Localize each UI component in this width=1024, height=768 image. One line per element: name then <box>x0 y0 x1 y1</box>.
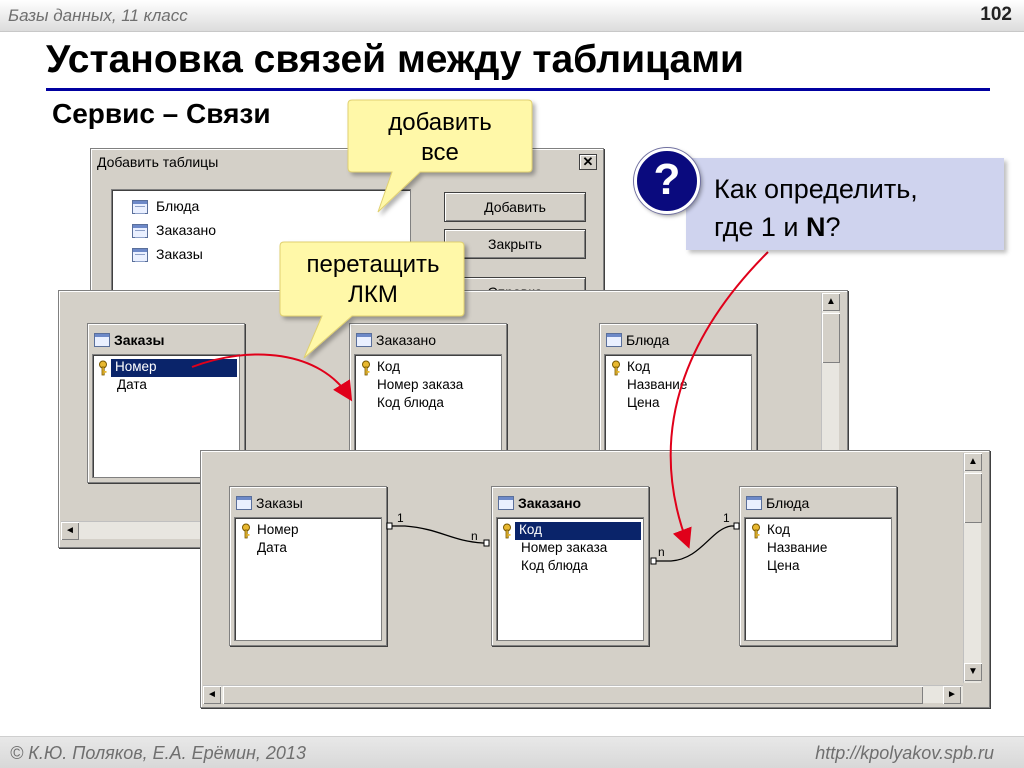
field-item[interactable]: Код блюда <box>521 558 588 573</box>
scroll-thumb[interactable] <box>964 473 982 523</box>
list-item-label: Блюда <box>156 198 200 214</box>
scroll-up-icon[interactable]: ▲ <box>822 293 840 311</box>
table-icon <box>746 496 762 510</box>
cardinality-one-label: 1 <box>397 511 404 525</box>
cardinality-many-label: n <box>658 545 665 559</box>
scroll-right-icon[interactable]: ► <box>943 686 961 704</box>
list-item[interactable]: Блюда <box>132 198 200 218</box>
field-item[interactable]: Цена <box>767 558 800 573</box>
page-title: Установка связей между таблицами <box>46 38 745 81</box>
key-icon <box>503 523 511 539</box>
slide-number: 102 <box>980 4 1012 25</box>
scroll-up-icon[interactable]: ▲ <box>964 453 982 471</box>
question-text: Как определить, где 1 и N? <box>714 170 918 246</box>
scroll-left-icon[interactable]: ◄ <box>61 522 79 540</box>
footer-url[interactable]: http://kpolyakov.spb.ru <box>815 743 994 763</box>
scroll-down-icon[interactable]: ▼ <box>964 663 982 681</box>
course-label: Базы данных, 11 класс <box>8 6 188 25</box>
relation-table-title: Блюда <box>766 495 810 511</box>
vertical-scrollbar[interactable]: ▲ ▼ <box>963 453 982 683</box>
relation-table-orders[interactable]: Заказы Номер Дата <box>229 486 387 646</box>
key-icon <box>242 523 250 539</box>
field-label: Номер <box>115 359 157 374</box>
relation-table-ordered[interactable]: Заказано Код Номер заказа Код блюда <box>491 486 649 646</box>
field-item[interactable]: Дата <box>117 377 147 392</box>
list-item-label: Заказы <box>156 246 203 262</box>
horizontal-scrollbar[interactable]: ◄ ► <box>203 685 963 704</box>
table-icon <box>132 200 148 214</box>
relation-table-title: Заказано <box>376 332 437 348</box>
relation-table-title: Блюда <box>626 332 670 348</box>
table-icon <box>94 333 110 347</box>
relation-table-dishes[interactable]: Блюда Код Название Цена <box>739 486 897 646</box>
cardinality-many-label: n <box>471 529 478 543</box>
scroll-left-icon[interactable]: ◄ <box>203 686 221 704</box>
list-item[interactable]: Заказы <box>132 246 203 266</box>
table-icon <box>356 333 372 347</box>
table-icon <box>498 496 514 510</box>
list-item-label: Заказано <box>156 222 217 238</box>
relation-table-title: Заказы <box>114 332 165 348</box>
field-list: Код Название Цена <box>744 517 892 641</box>
relation-table-title: Заказано <box>518 495 582 511</box>
field-item-number[interactable]: Номер <box>110 358 238 378</box>
field-list: Код Номер заказа Код блюда <box>496 517 644 641</box>
add-button[interactable]: Добавить <box>444 192 586 222</box>
key-icon <box>612 360 620 376</box>
relation-table-title: Заказы <box>256 495 303 511</box>
scroll-thumb[interactable] <box>223 686 923 704</box>
callout-drag: перетащить ЛКМ <box>306 251 440 308</box>
field-label: Код <box>519 522 542 537</box>
cardinality-one-label: 1 <box>723 511 730 525</box>
relations-window-after: Заказы Номер Дата Заказано Код Номер зак… <box>200 450 990 708</box>
field-item[interactable]: Дата <box>257 540 287 555</box>
table-icon <box>132 248 148 262</box>
table-icon <box>606 333 622 347</box>
question-box <box>686 158 1004 250</box>
slide-header-bar: Базы данных, 11 класс 102 <box>0 0 1024 32</box>
question-line-2-prefix: где 1 и <box>714 212 807 242</box>
question-line-2: где 1 и N? <box>714 208 918 246</box>
footer-authors: © К.Ю. Поляков, Е.А. Ерёмин, 2013 <box>10 743 306 763</box>
page-subtitle: Сервис – Связи <box>52 98 271 129</box>
field-item[interactable]: Номер заказа <box>521 540 608 555</box>
list-item[interactable]: Заказано <box>132 222 217 242</box>
key-icon <box>99 360 107 376</box>
field-item[interactable]: Код <box>767 522 790 537</box>
field-item[interactable]: Цена <box>627 395 660 410</box>
dialog-title: Добавить таблицы <box>97 154 219 170</box>
field-item[interactable]: Название <box>767 540 828 555</box>
callout-add-all: добавить все <box>388 109 492 166</box>
scroll-thumb[interactable] <box>822 313 840 363</box>
field-item-code[interactable]: Код <box>514 521 642 541</box>
field-item[interactable]: Номер <box>257 522 299 537</box>
key-icon <box>362 360 370 376</box>
question-line-2-bold: N <box>806 212 826 242</box>
close-icon[interactable]: ✕ <box>579 154 597 170</box>
table-icon <box>236 496 252 510</box>
field-item[interactable]: Номер заказа <box>377 377 464 392</box>
field-item[interactable]: Код <box>377 359 400 374</box>
key-icon <box>752 523 760 539</box>
horizontal-scrollbar[interactable]: ◄ <box>61 521 201 540</box>
slide-footer: © К.Ю. Поляков, Е.А. Ерёмин, 2013 http:/… <box>0 736 1024 768</box>
question-line-1: Как определить, <box>714 174 918 204</box>
dialog-titlebar: Добавить таблицы ✕ <box>93 151 601 173</box>
field-item[interactable]: Название <box>627 377 688 392</box>
field-list: Номер Дата <box>234 517 382 641</box>
close-button[interactable]: Закрыть <box>444 229 586 259</box>
title-divider <box>46 88 990 91</box>
question-line-2-suffix: ? <box>825 212 841 242</box>
field-item[interactable]: Код <box>627 359 650 374</box>
table-icon <box>132 224 148 238</box>
question-mark-icon: ? <box>634 148 700 214</box>
field-item[interactable]: Код блюда <box>377 395 444 410</box>
